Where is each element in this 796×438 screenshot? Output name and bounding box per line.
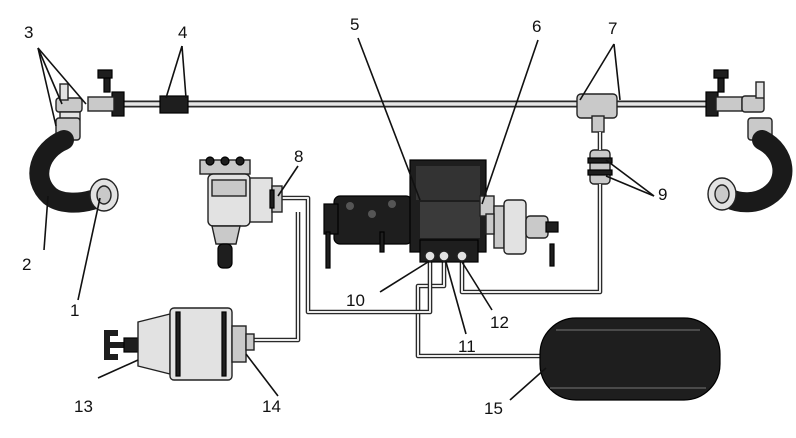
- air-reservoir: [539, 317, 721, 401]
- air-distributor: [323, 159, 559, 269]
- label-6: 6: [532, 17, 541, 36]
- label-13: 13: [74, 397, 93, 416]
- tube-valve-to-cylinder: [280, 195, 433, 315]
- label-11: 11: [458, 337, 476, 356]
- label-14: 14: [262, 397, 281, 416]
- leader-lines: [37, 37, 655, 401]
- label-2: 2: [22, 255, 31, 274]
- tube-valve-to-reservoir: [415, 262, 540, 359]
- left-coupling-head: [89, 178, 119, 212]
- right-end-cock: [705, 69, 773, 141]
- label-10: 10: [346, 291, 365, 310]
- label-5: 5: [350, 15, 359, 34]
- right-connecting-hose: [718, 130, 793, 213]
- pipe-tee: [576, 93, 618, 133]
- label-12: 12: [490, 313, 509, 332]
- dust-collector: [587, 149, 613, 185]
- pipe-clamp: [159, 95, 189, 114]
- right-coupling-head: [707, 177, 737, 211]
- label-15: 15: [484, 399, 503, 418]
- label-1: 1: [70, 301, 79, 320]
- tube-to-filter: [250, 212, 301, 343]
- label-4: 4: [178, 23, 187, 42]
- label-7: 7: [608, 19, 617, 38]
- left-end-cock: [55, 69, 125, 121]
- label-8: 8: [294, 147, 303, 166]
- number-labels: 1 2 3 4 5 6 7 8 9 10 11 12 13 14 15: [22, 15, 667, 418]
- label-3: 3: [24, 23, 33, 42]
- branch-tube-to-tee: [459, 132, 603, 295]
- air-filter: [104, 307, 255, 381]
- left-connecting-hose: [29, 117, 102, 213]
- label-9: 9: [658, 185, 667, 204]
- brake-cylinder: [199, 156, 283, 269]
